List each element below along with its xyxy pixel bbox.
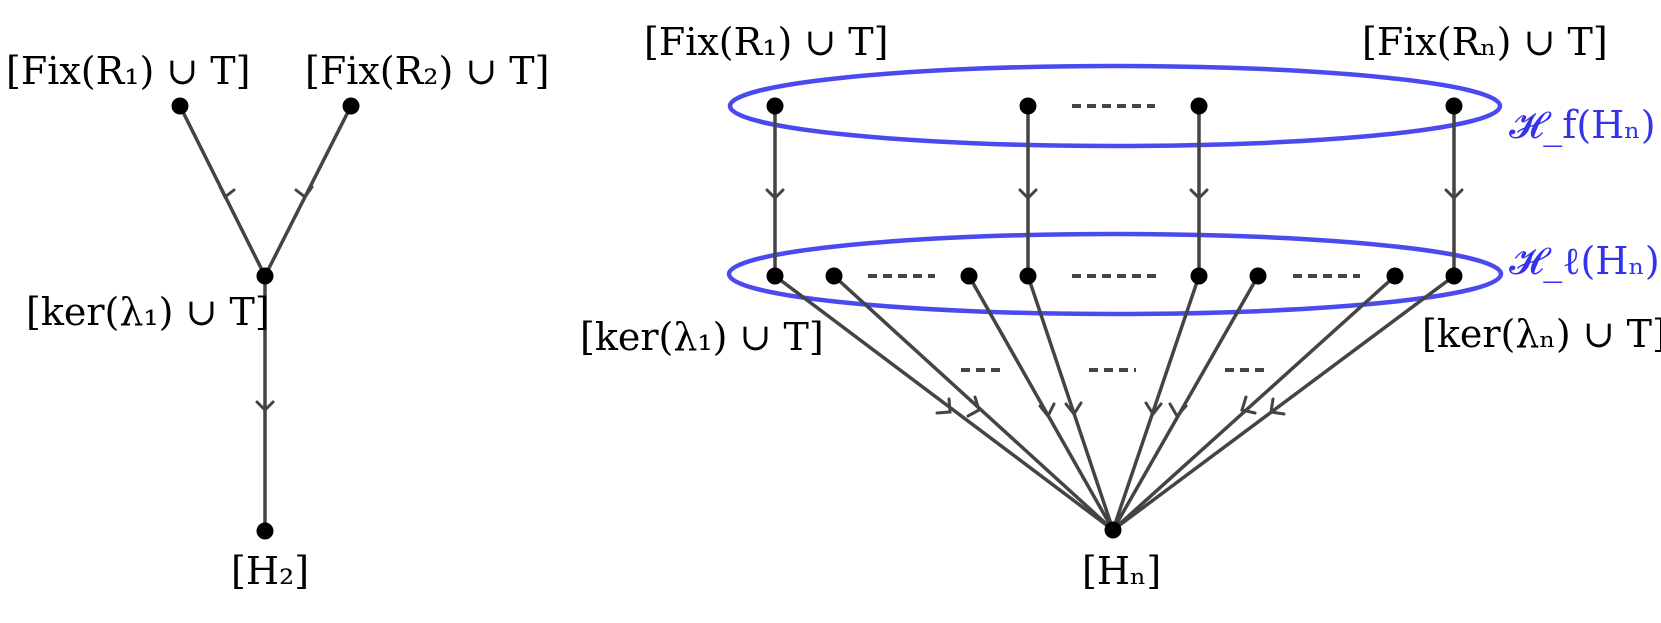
arrowhead	[966, 395, 981, 418]
node-fix-r1	[171, 97, 189, 115]
arrowhead	[1269, 397, 1286, 416]
arrowhead	[255, 400, 275, 413]
arrowhead	[1064, 401, 1083, 417]
label-hf: 𝓗_f(Hₙ)	[1509, 103, 1656, 147]
node-middle	[1019, 267, 1037, 285]
node-hn	[1104, 521, 1122, 539]
edge-fan	[1111, 275, 1201, 531]
node-fix-r2	[342, 97, 360, 115]
edge-fan	[1026, 275, 1115, 531]
node-fix-rn	[1445, 97, 1463, 115]
arrowhead	[1168, 402, 1188, 419]
right-diagram	[726, 63, 1504, 539]
node-ker-lambdan	[1445, 267, 1463, 285]
label-fix-r1-right: [Fix(R₁) ∪ T]	[644, 20, 889, 64]
label-h2: [H₂]	[231, 549, 310, 593]
label-ker-lambdan: [ker(λₙ) ∪ T]	[1422, 312, 1661, 356]
ellipse-hf	[727, 63, 1503, 149]
label-fix-r2-left: [Fix(R₂) ∪ T]	[305, 49, 550, 93]
arrowhead	[294, 185, 314, 200]
arrowhead	[765, 188, 785, 201]
node-ker-lambda1	[256, 267, 274, 285]
arrowhead	[935, 397, 952, 415]
left-diagram	[171, 97, 360, 540]
label-fix-rn: [Fix(Rₙ) ∪ T]	[1362, 20, 1608, 64]
edge-fan	[832, 274, 1115, 532]
arrowhead	[1038, 402, 1056, 419]
edge-fan	[773, 274, 1115, 532]
node-h2	[256, 522, 274, 540]
label-ker-lambda1-right: [ker(λ₁) ∪ T]	[580, 315, 824, 359]
node-top	[1019, 97, 1037, 115]
ellipse-hl	[726, 231, 1504, 317]
arrowhead	[1018, 188, 1038, 201]
node-middle	[1386, 267, 1404, 285]
edge-fan	[1111, 275, 1260, 531]
node-middle	[1190, 267, 1208, 285]
arrowhead	[1444, 188, 1464, 201]
node-ker-lambda1	[766, 267, 784, 285]
arrowhead	[1144, 401, 1163, 417]
node-middle	[825, 267, 843, 285]
label-hn: [Hₙ]	[1082, 549, 1162, 593]
node-fix-r1	[766, 97, 784, 115]
arrowhead	[218, 185, 236, 200]
edge-fan	[1111, 274, 1397, 532]
label-ker-lambda1-left: [ker(λ₁) ∪ T]	[26, 290, 270, 334]
label-fix-r1-left: [Fix(R₁) ∪ T]	[6, 49, 251, 93]
arrowhead	[1240, 395, 1257, 415]
arrowhead	[1189, 188, 1209, 201]
node-middle	[960, 267, 978, 285]
node-middle	[1249, 267, 1267, 285]
edge-fan	[1111, 274, 1456, 532]
node-top	[1190, 97, 1208, 115]
label-hl: 𝓗_ℓ(Hₙ)	[1509, 239, 1660, 283]
edge-fan	[967, 275, 1115, 531]
